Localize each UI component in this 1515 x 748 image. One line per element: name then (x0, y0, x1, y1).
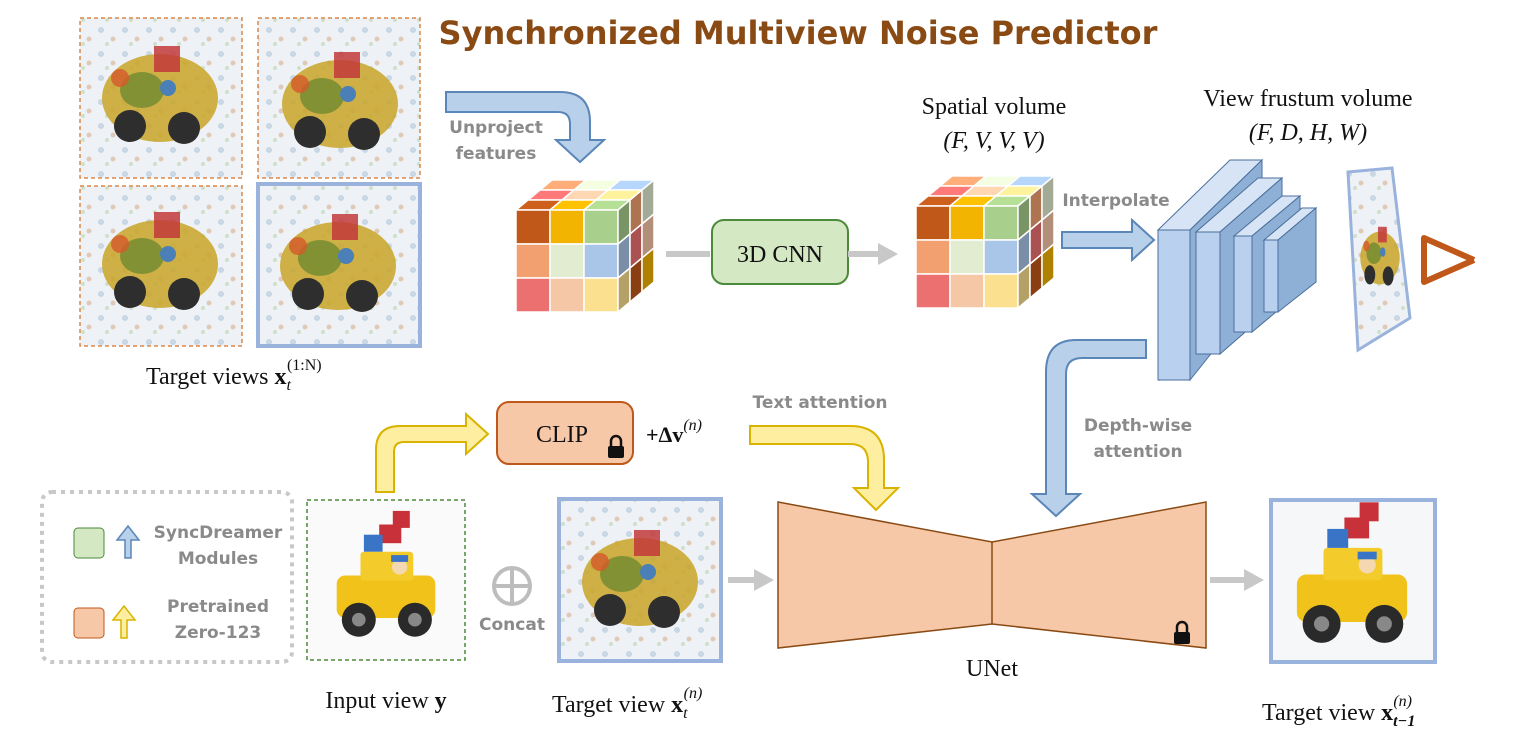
interpolate-arrow (1061, 217, 1156, 263)
frustum-slab-3 (1233, 235, 1253, 333)
frustum-volume (1156, 158, 1318, 382)
frustum-slab-4 (1263, 239, 1279, 313)
cnn-label: 3D CNN (737, 242, 823, 268)
cube-cell (915, 273, 951, 309)
cube-cell (983, 273, 1019, 309)
unproject-label-1: Unproject (449, 118, 543, 138)
text-attention-arrow (749, 425, 901, 512)
arrow-from-cnn-head (878, 243, 898, 265)
unproject-label-2: features (456, 144, 537, 164)
cube-cell (549, 209, 585, 245)
cube-cell (583, 209, 619, 245)
diagram-title: Synchronized Multiview Noise Predictor (439, 14, 1158, 52)
legend-blue-arrow-icon (115, 524, 141, 559)
depthwise-label-1: Depth-wise (1084, 416, 1192, 436)
cube-cell (583, 243, 619, 279)
view-frustum-label: View frustum volume (1203, 86, 1412, 112)
spatial-volume-cube (913, 174, 1057, 310)
depthwise-label-2: attention (1093, 442, 1182, 462)
delta-v-label: +Δv(n) (646, 417, 702, 447)
text-attention-label: Text attention (753, 393, 888, 413)
cube-cell (983, 239, 1019, 275)
spatial-volume-dims: (F, V, V, V) (943, 128, 1044, 154)
target-views-label: Target views (146, 364, 269, 390)
cube-cell (915, 239, 951, 275)
cube-cell (583, 277, 619, 313)
cube-cell (549, 277, 585, 313)
unproject-arrow (445, 91, 607, 164)
input-to-clip-arrow (375, 411, 490, 493)
concat-icon (492, 566, 532, 606)
camera-icon (1421, 235, 1476, 285)
cube-cell (915, 205, 951, 241)
legend-green-swatch (73, 527, 105, 559)
unet-lock-icon (1174, 620, 1190, 644)
legend-orange-swatch (73, 607, 105, 639)
arrow-to-unet-head (754, 569, 774, 591)
frustum-slab-1 (1157, 229, 1191, 381)
cube-cell (983, 205, 1019, 241)
frustum-slab-2 (1195, 231, 1221, 355)
cube-cell (515, 277, 551, 313)
unet-label: UNet (966, 656, 1018, 682)
clip-lock-icon (608, 434, 624, 458)
legend-box (40, 490, 294, 664)
legend-sync-label-1: SyncDreamer (154, 523, 283, 543)
target-views-grid (79, 17, 422, 348)
cube-cell (549, 243, 585, 279)
cube-cell (515, 209, 551, 245)
spatial-volume-label: Spatial volume (922, 94, 1067, 120)
clip-label: CLIP (536, 422, 588, 448)
legend-pretrained-label-2: Zero-123 (175, 623, 261, 643)
cube-cell (949, 273, 985, 309)
cube-cell (515, 243, 551, 279)
feature-volume-cube (513, 178, 657, 314)
cube-cell (949, 239, 985, 275)
clip-box (496, 401, 634, 465)
cube-cell (1041, 242, 1055, 290)
legend-sync-label-2: Modules (178, 549, 258, 569)
legend-pretrained-label-1: Pretrained (167, 597, 269, 617)
interpolate-label: Interpolate (1062, 191, 1169, 211)
concat-label: Concat (479, 615, 545, 635)
cube-cell (949, 205, 985, 241)
view-frustum-dims: (F, D, H, W) (1249, 120, 1367, 146)
depthwise-attention-arrow (1029, 339, 1147, 518)
arrow-from-unet-head (1244, 569, 1264, 591)
legend-yellow-arrow-icon (111, 604, 137, 639)
cube-cell (641, 246, 655, 294)
